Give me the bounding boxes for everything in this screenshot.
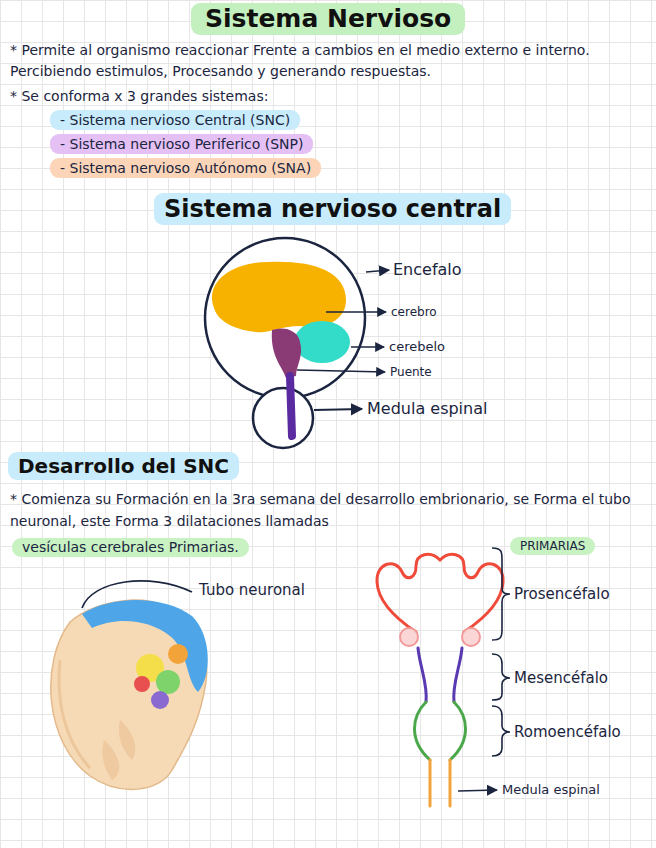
highlight-band: - Sistema nervioso Autónomo (SNA) [50, 158, 321, 178]
embryo-figure [51, 581, 208, 789]
note-label: Encefalo [393, 259, 462, 281]
band-text: Desarrollo del SNC [18, 452, 229, 480]
highlight-band: vesículas cerebrales Primarias. [12, 538, 249, 557]
highlight-band: - Sistema nervioso Central (SNC) [50, 110, 300, 130]
label-text: Puente [390, 364, 432, 380]
label-text: Prosencéfalo [514, 584, 610, 604]
label-text: cerebelo [389, 338, 445, 356]
note-label: Romoencéfalo [514, 722, 621, 742]
highlight-band: Sistema nervioso central [154, 193, 511, 225]
note-label: * Comienza su Formación en la 3ra semana… [10, 488, 646, 532]
note-label: Puente [390, 364, 432, 380]
label-text: Tubo neuronal [199, 580, 305, 600]
note-label: Tubo neuronal [199, 580, 305, 600]
title-band: Sistema Nervioso [191, 3, 465, 35]
label-text: Mesencéfalo [514, 668, 608, 688]
note-label: Prosencéfalo [514, 584, 610, 604]
highlight-band: PRIMARIAS [510, 537, 595, 555]
label-text: Encefalo [393, 259, 462, 281]
band-text: - Sistema nervioso Autónomo (SNA) [60, 158, 311, 178]
band-text: Sistema nervioso central [164, 193, 501, 225]
note-label: * Permite al organismo reaccionar Frente… [10, 40, 646, 82]
note-label: Mesencéfalo [514, 668, 608, 688]
note-label: cerebro [391, 304, 437, 320]
vesicle-figure [377, 554, 503, 806]
band-text: PRIMARIAS [520, 537, 585, 555]
label-text: Medula espinal [502, 781, 600, 799]
band-text: - Sistema nervioso Central (SNC) [60, 110, 290, 130]
label-text: cerebro [391, 304, 437, 320]
title-text: Sistema Nervioso [205, 3, 451, 35]
highlight-band: Desarrollo del SNC [8, 452, 239, 480]
label-text: * Permite al organismo reaccionar Frente… [10, 40, 646, 82]
label-text: * Comienza su Formación en la 3ra semana… [10, 488, 646, 532]
bracket [458, 548, 510, 791]
band-text: vesículas cerebrales Primarias. [22, 538, 239, 557]
band-text: - Sistema nervioso Periferico (SNP) [60, 134, 303, 154]
highlight-band: - Sistema nervioso Periferico (SNP) [50, 134, 313, 154]
brain-figure [205, 238, 389, 448]
label-text: Medula espinal [367, 398, 487, 420]
note-label: Medula espinal [502, 781, 600, 799]
label-text: * Se conforma x 3 grandes sistemas: [10, 86, 268, 106]
label-text: Romoencéfalo [514, 722, 621, 742]
note-label: cerebelo [389, 338, 445, 356]
note-label: Medula espinal [367, 398, 487, 420]
note-label: * Se conforma x 3 grandes sistemas: [10, 86, 268, 106]
